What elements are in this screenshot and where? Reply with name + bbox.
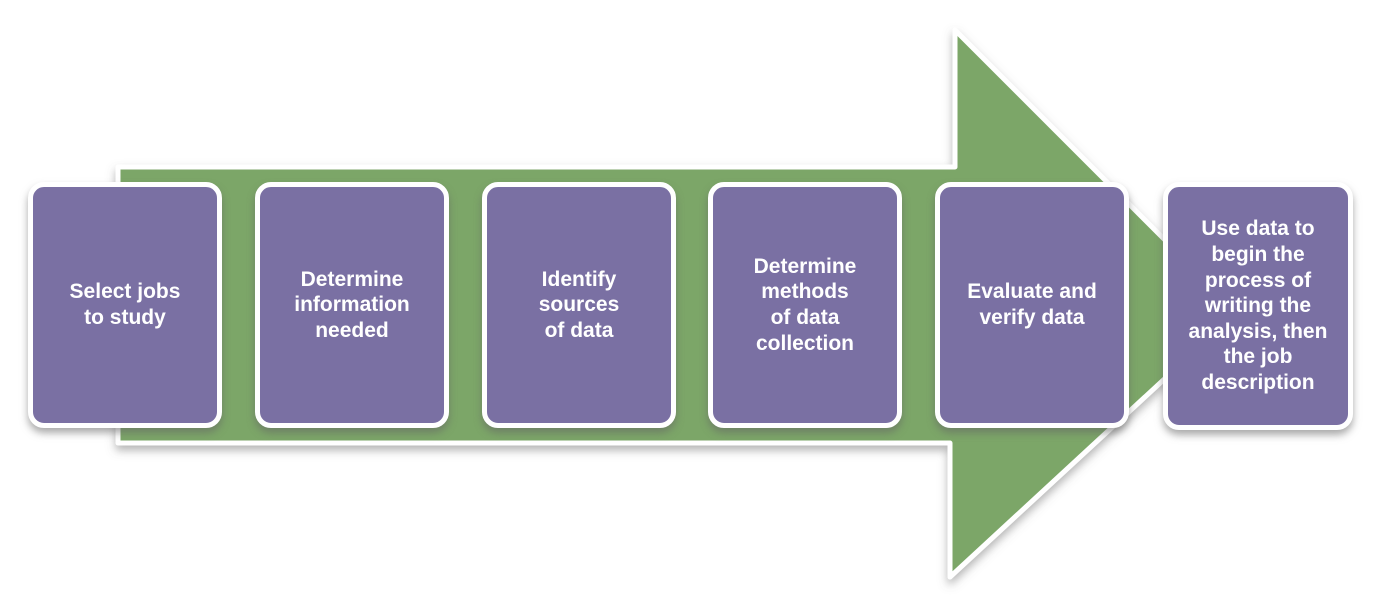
process-step-label: Select jobs to study	[69, 280, 181, 329]
process-step-identify-sources: Identify sources of data	[482, 182, 676, 428]
process-step-label: Determine information needed	[294, 267, 410, 342]
process-step-select-jobs: Select jobs to study	[28, 182, 222, 428]
process-step-determine-methods: Determine methods of data collection	[708, 182, 902, 428]
process-step-label: Use data to begin the process of writing…	[1188, 217, 1328, 395]
process-step-label: Evaluate and verify data	[967, 280, 1097, 329]
arrow-shape	[115, 27, 1240, 580]
process-step-evaluate-verify: Evaluate and verify data	[935, 182, 1129, 428]
process-step-label: Identify sources of data	[538, 267, 620, 342]
process-step-use-data: Use data to begin the process of writing…	[1163, 182, 1353, 430]
process-step-label: Determine methods of data collection	[753, 254, 857, 355]
process-step-determine-information: Determine information needed	[255, 182, 449, 428]
